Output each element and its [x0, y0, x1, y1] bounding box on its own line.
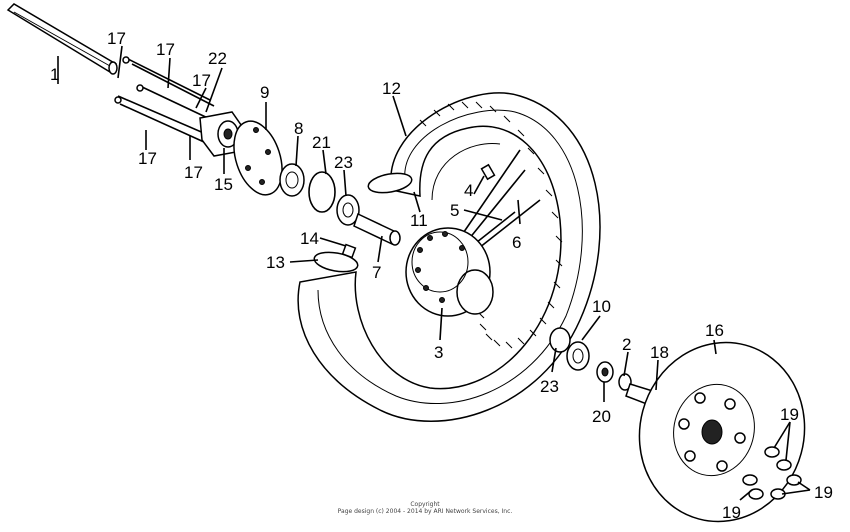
callout-17-a: 17	[107, 29, 126, 48]
callout-5: 5	[450, 201, 459, 220]
callout-9: 9	[260, 83, 269, 102]
rim-band[interactable]	[341, 243, 357, 259]
callout-20: 20	[592, 407, 611, 426]
callout-19-b: 19	[814, 483, 833, 502]
callout-labels: 1 17 17 17 22 9 8 21 23 12 15 17 17 4 5 …	[50, 29, 833, 522]
callout-12: 12	[382, 79, 401, 98]
snap-ring-21[interactable]	[308, 171, 336, 213]
callout-21: 21	[312, 133, 331, 152]
callout-10: 10	[592, 297, 611, 316]
bearing-23-left[interactable]	[336, 194, 360, 226]
oil-seal-20[interactable]	[596, 361, 614, 383]
callout-17-e: 17	[184, 163, 203, 182]
callout-2: 2	[622, 335, 631, 354]
brake-plate[interactable]	[225, 115, 290, 201]
axle-holder-bolts[interactable]	[114, 56, 215, 143]
axle-part[interactable]	[6, 3, 118, 75]
brake-disc[interactable]	[620, 324, 825, 532]
callout-3: 3	[434, 343, 443, 362]
spoke-nipple[interactable]	[480, 163, 496, 181]
distance-collar[interactable]	[353, 212, 401, 246]
callout-8: 8	[294, 119, 303, 138]
dust-seal-10[interactable]	[566, 341, 590, 371]
callout-23-upper: 23	[334, 153, 353, 172]
callout-19-c: 19	[722, 503, 741, 522]
callout-19-a: 19	[780, 405, 799, 424]
callout-6: 6	[512, 233, 521, 252]
bearing-8[interactable]	[279, 163, 305, 197]
callout-22: 22	[208, 49, 227, 68]
bearing-23-right[interactable]	[549, 327, 571, 353]
leader-lines	[57, 45, 811, 501]
callout-14: 14	[300, 229, 319, 248]
callout-1: 1	[50, 65, 59, 84]
callout-15: 15	[214, 175, 233, 194]
copyright-line-1: Copyright	[410, 501, 440, 508]
callout-13: 13	[266, 253, 285, 272]
callout-17-d: 17	[138, 149, 157, 168]
inner-tube[interactable]	[313, 170, 413, 274]
callout-17-b: 17	[156, 40, 175, 59]
callout-4: 4	[464, 181, 473, 200]
callout-17-c: 17	[192, 71, 211, 90]
callout-7: 7	[372, 263, 381, 282]
callout-11: 11	[410, 211, 428, 230]
callout-18: 18	[650, 343, 669, 362]
tire[interactable]	[297, 92, 601, 422]
callout-23-lower: 23	[540, 377, 559, 396]
callout-16: 16	[705, 321, 724, 340]
tire-tread	[419, 101, 563, 349]
copyright-line-2: Page design (c) 2004 - 2014 by ARI Netwo…	[338, 508, 513, 515]
disc-nuts[interactable]	[742, 446, 802, 500]
front-hub[interactable]	[405, 227, 494, 317]
